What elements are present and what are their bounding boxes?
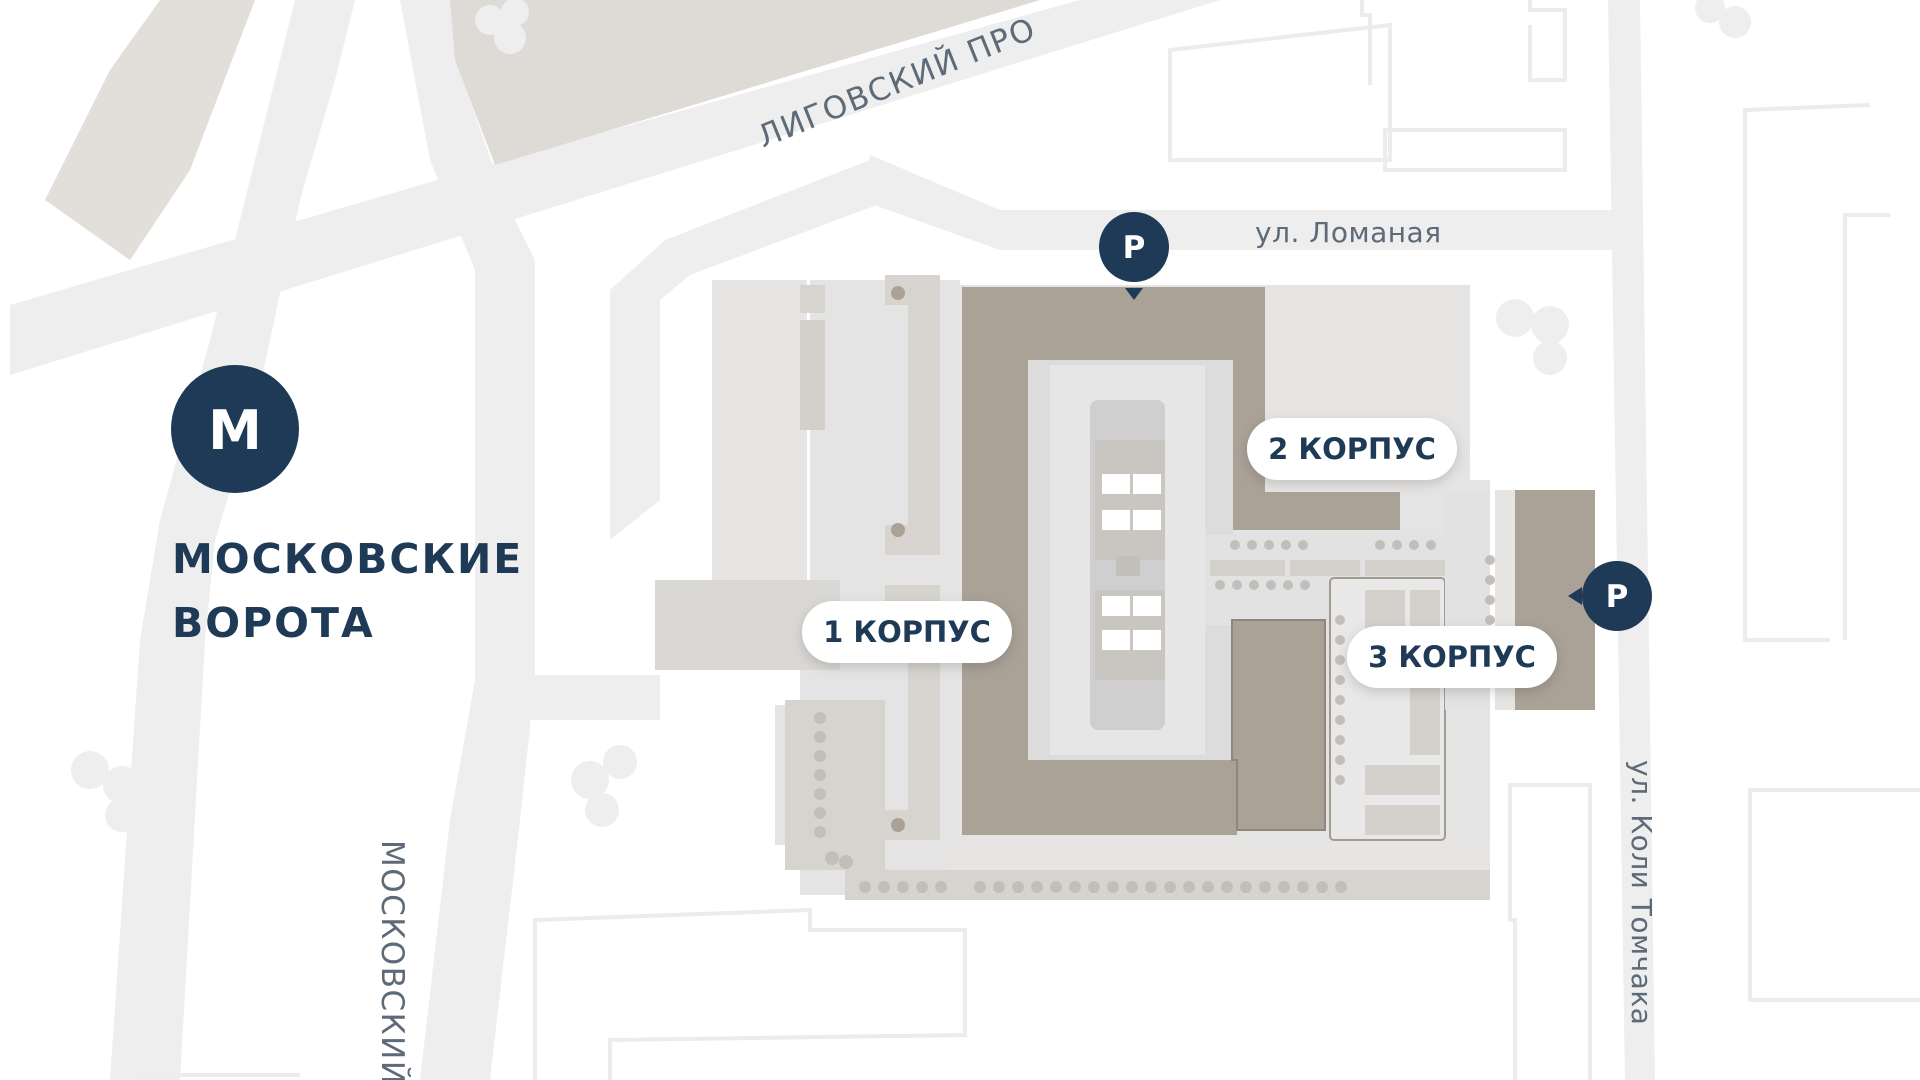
residential-complex bbox=[655, 275, 1595, 900]
building-u-dark bbox=[962, 287, 1237, 835]
street-label-moskovsky: МОСКОВСКИЙ bbox=[374, 840, 410, 1080]
road-inner-curve bbox=[610, 160, 890, 540]
trees bbox=[71, 0, 1751, 832]
block-beige-nw bbox=[45, 0, 255, 260]
road-moskovsky bbox=[400, 0, 535, 1080]
outline-block-9 bbox=[533, 907, 967, 1080]
outline-block-3 bbox=[1360, 0, 1372, 85]
parking-pin-label: P bbox=[1606, 579, 1629, 615]
planter-dots bbox=[814, 540, 1495, 893]
tree-icon bbox=[71, 751, 141, 832]
parking-pin-top[interactable]: P bbox=[1099, 212, 1169, 300]
courtyard-south-inner bbox=[945, 840, 1490, 870]
korpus1-label: 1 КОРПУС bbox=[823, 615, 991, 649]
building-1-detail-2 bbox=[800, 320, 825, 430]
tree-icon bbox=[1695, 0, 1751, 38]
tree-dot bbox=[891, 818, 905, 832]
building-label-korpus2[interactable]: 2 КОРПУС bbox=[1247, 418, 1457, 480]
building-2-dark bbox=[1232, 287, 1400, 530]
metro-name-line1: МОСКОВСКИЕ bbox=[172, 535, 523, 583]
outline-block-7 bbox=[1748, 788, 1920, 1002]
tree-dot bbox=[891, 523, 905, 537]
road-west bbox=[110, 0, 355, 1080]
parking-pin-right[interactable]: P bbox=[1568, 561, 1652, 631]
tree-icon bbox=[1496, 299, 1569, 375]
block-outlines bbox=[140, 0, 1920, 1080]
building-3-dark bbox=[1231, 619, 1326, 831]
courtyard-south-west bbox=[785, 700, 885, 870]
metro-name-line2: ВОРОТА bbox=[172, 599, 375, 647]
parking-pin-pointer bbox=[1568, 587, 1582, 605]
korpus3-pill[interactable] bbox=[1347, 626, 1557, 688]
road-connector bbox=[520, 675, 660, 720]
block-beige-north bbox=[450, 0, 1040, 165]
outline-block-6 bbox=[1843, 213, 1890, 640]
passage-planters bbox=[1210, 560, 1455, 576]
tree-dot bbox=[891, 286, 905, 300]
courtyard-fountain bbox=[1116, 556, 1140, 576]
korpus3-label: 3 КОРПУС bbox=[1368, 640, 1536, 674]
courtyard-windows bbox=[1102, 474, 1161, 650]
courtyard-block-1 bbox=[1095, 440, 1165, 560]
outline-block-5 bbox=[1743, 103, 1871, 642]
building-label-korpus3[interactable]: 3 КОРПУС bbox=[1347, 626, 1557, 688]
outline-block-2 bbox=[1383, 128, 1567, 172]
korpus2-label: 2 КОРПУС bbox=[1268, 432, 1436, 466]
road-ligovsky bbox=[10, 0, 1220, 375]
street-label-koli-tomchaka: ул. Коли Томчака bbox=[1625, 760, 1658, 1025]
metro-icon[interactable] bbox=[171, 365, 299, 493]
parking-pin-icon[interactable] bbox=[1582, 561, 1652, 631]
parking-pin-label: P bbox=[1123, 230, 1146, 266]
parking-pin-pointer bbox=[1125, 288, 1143, 300]
metro-icon-letter: M bbox=[208, 399, 262, 462]
korpus2-pill[interactable] bbox=[1247, 418, 1457, 480]
outline-block-8 bbox=[1508, 783, 1592, 1080]
building-1-west bbox=[712, 280, 807, 580]
tree-icon bbox=[475, 0, 529, 54]
korpus1-pill[interactable] bbox=[802, 601, 1012, 663]
outline-block-4 bbox=[1528, 0, 1567, 82]
building-1-wing-north bbox=[885, 275, 940, 555]
outline-block-1 bbox=[1168, 22, 1392, 162]
street-label-lomanaya: ул. Ломаная bbox=[1255, 216, 1442, 249]
road-lomanaya-bend bbox=[860, 155, 1000, 250]
parking-pin-icon[interactable] bbox=[1099, 212, 1169, 282]
road-koli-tomchaka bbox=[1608, 0, 1655, 1080]
tree-icon bbox=[571, 745, 637, 827]
roads bbox=[10, 0, 1655, 1080]
metro-station[interactable]: M МОСКОВСКИЕ ВОРОТА bbox=[171, 365, 523, 647]
building-1-detail bbox=[800, 285, 825, 313]
building-label-korpus1[interactable]: 1 КОРПУС bbox=[802, 601, 1012, 663]
